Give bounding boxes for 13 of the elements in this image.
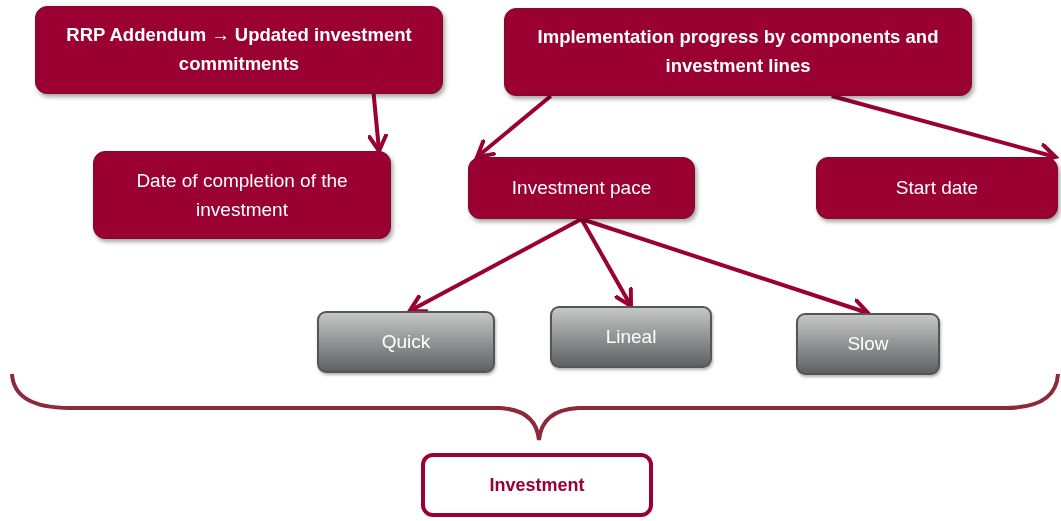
process-box: RRP Addendum → Updated investment commitments — [35, 6, 443, 94]
arrow — [579, 218, 633, 308]
arrow — [367, 93, 388, 153]
option-box: Lineal — [550, 306, 712, 368]
arrow — [407, 217, 583, 314]
arrow — [475, 94, 553, 159]
process-box: Start date — [816, 157, 1058, 219]
option-box: Quick — [317, 311, 495, 373]
summary-box: Investment — [421, 453, 653, 517]
process-box: Investment pace — [468, 157, 695, 219]
process-box: Date of completion of the investment — [93, 151, 391, 239]
option-box: Slow — [796, 313, 940, 375]
process-box: Implementation progress by components and investment lines — [504, 8, 972, 96]
